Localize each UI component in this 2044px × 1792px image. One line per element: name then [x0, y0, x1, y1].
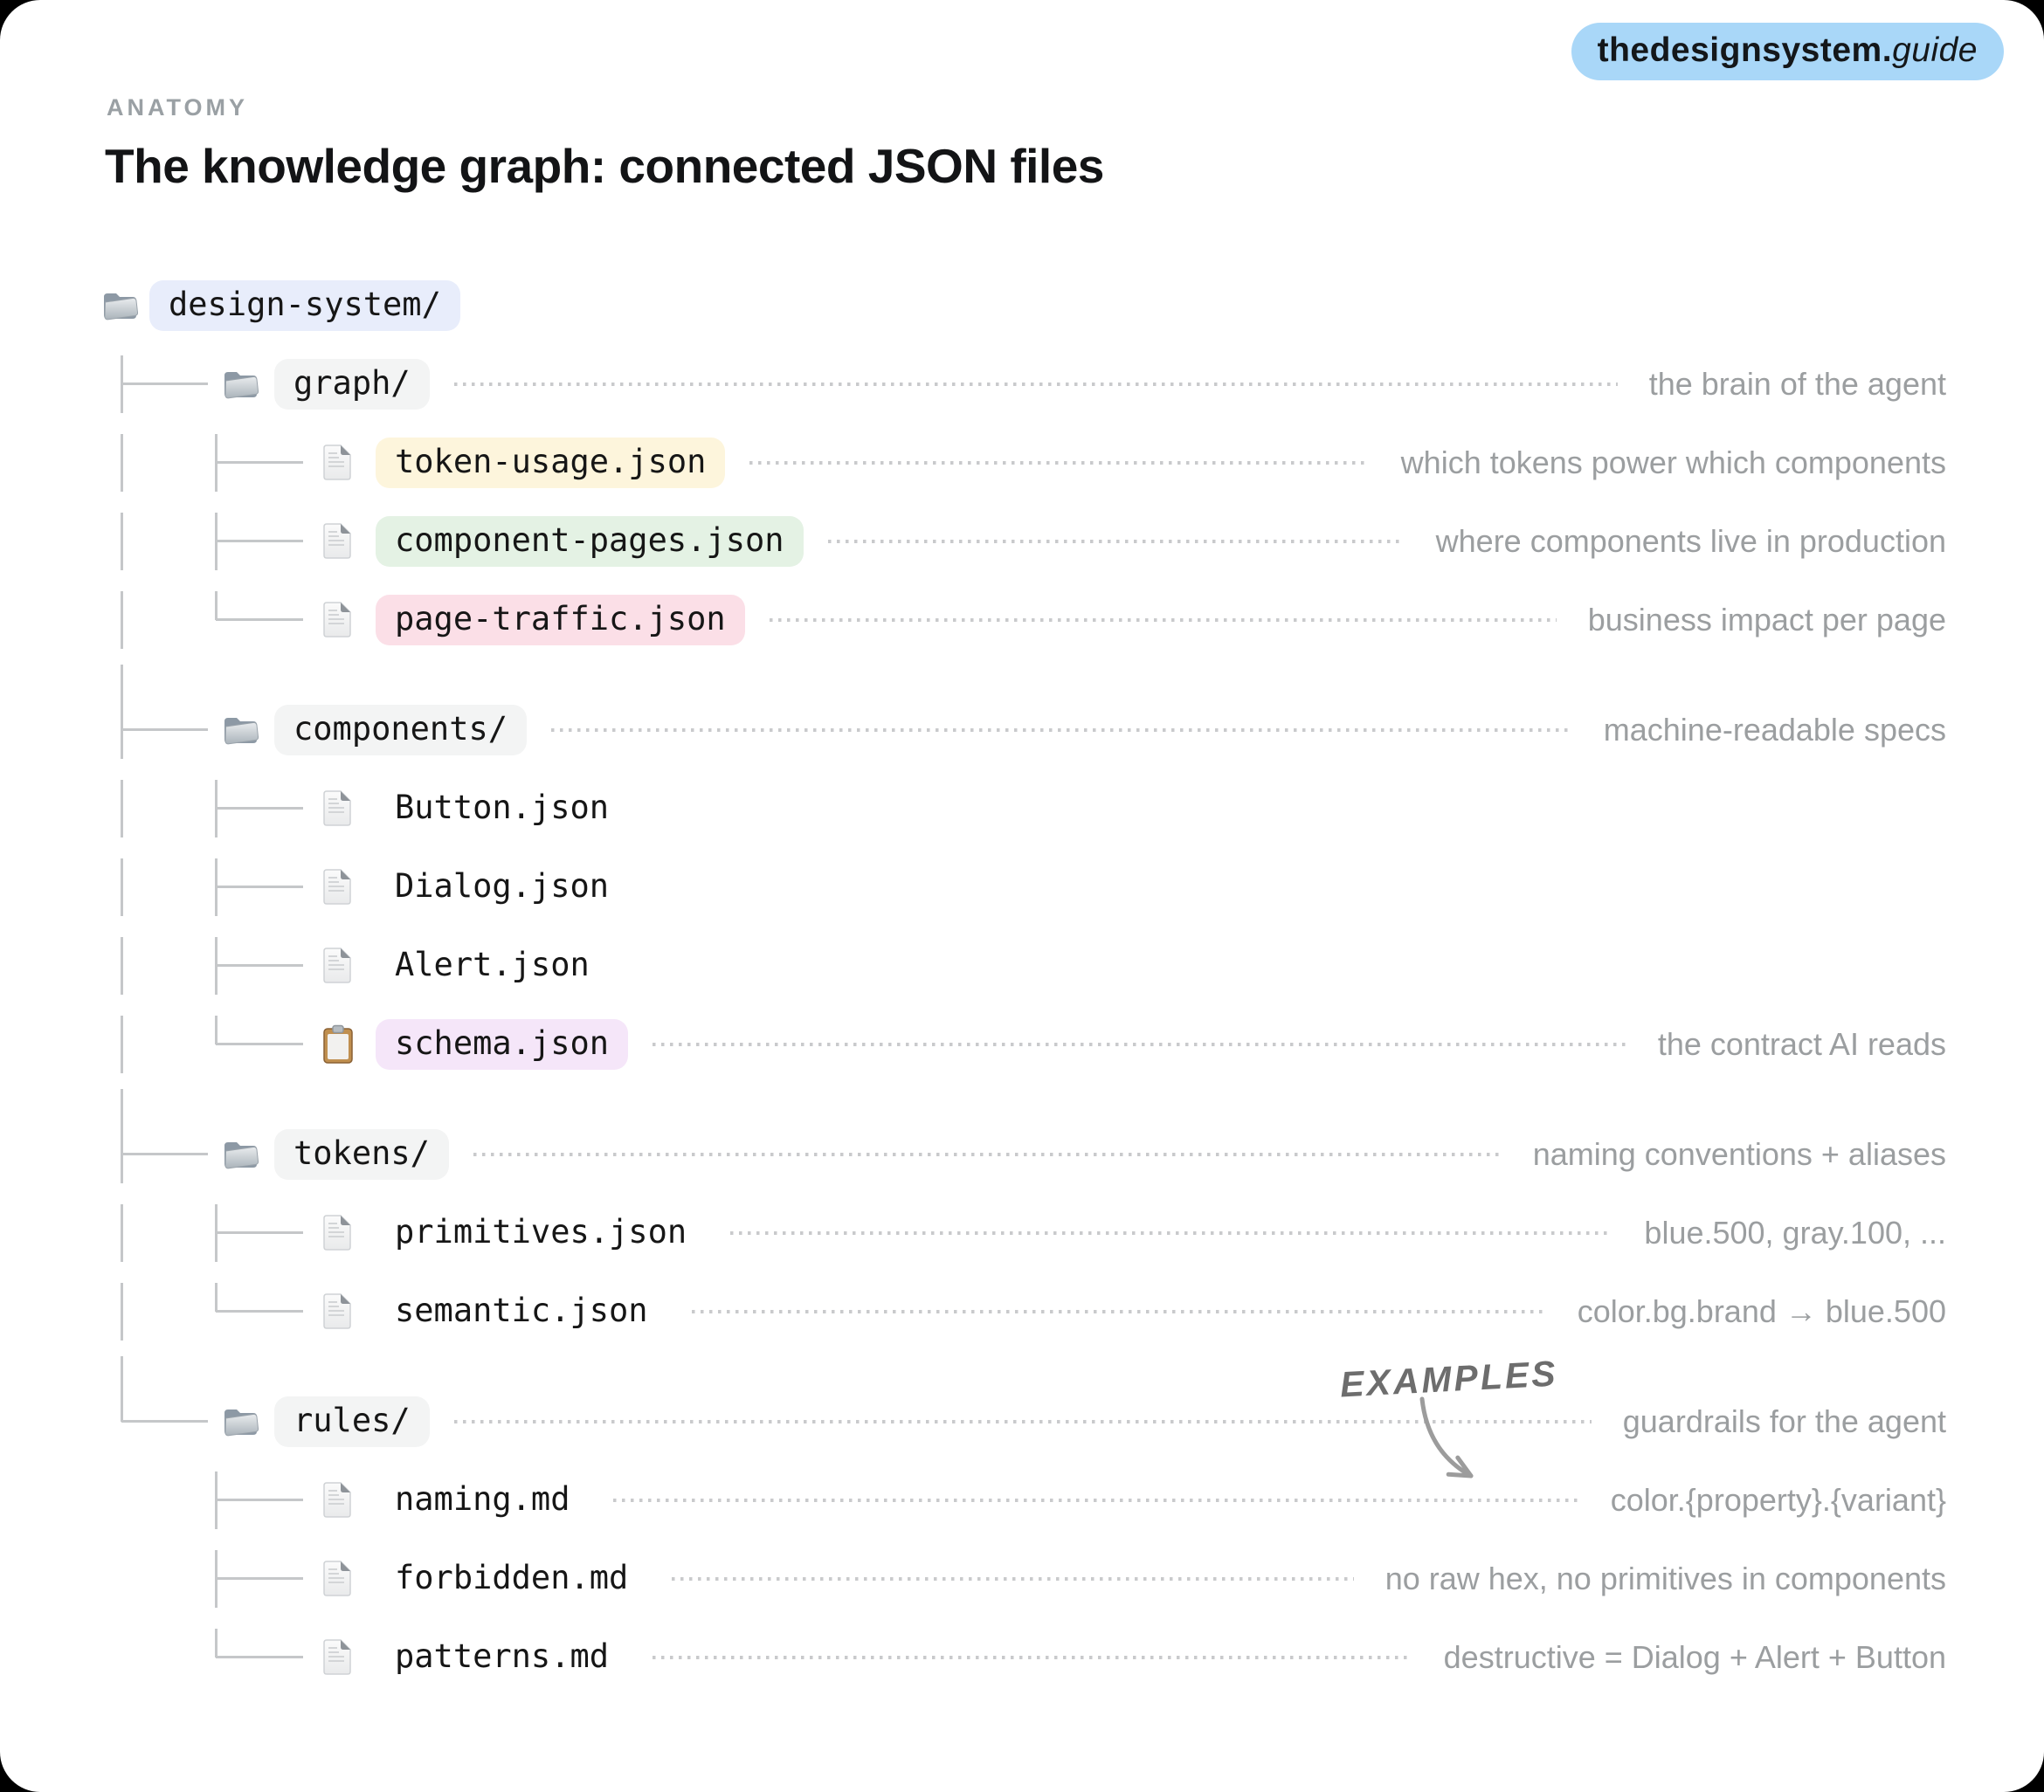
folder-label[interactable]: rules/ [274, 1396, 430, 1448]
tree-row-component-pages: component-pages.json where components li… [0, 502, 2044, 581]
row-annotation: color.{property}.{variant} [1610, 1482, 1946, 1518]
file-icon [321, 1292, 353, 1331]
tree-row-page-traffic: page-traffic.json business impact per pa… [0, 581, 2044, 659]
file-label[interactable]: page-traffic.json [376, 594, 745, 646]
leader-line [453, 1420, 1592, 1423]
file-icon [321, 789, 353, 828]
row-annotation: destructive = Dialog + Alert + Button [1443, 1639, 1946, 1675]
curved-arrow-icon [1419, 1396, 1474, 1478]
leader-line [769, 618, 1557, 622]
leader-line [613, 1499, 1579, 1502]
tree-row-button: Button.json [0, 769, 2044, 848]
brand-badge-suffix: guide [1892, 31, 1978, 69]
tree-row-tokens: tokens/ naming conventions + aliases [0, 1089, 2044, 1194]
tree-row-rules: rules/ guardrails for the agent [0, 1356, 2044, 1461]
file-icon [321, 522, 353, 561]
tree-row-semantic: semantic.json color.bg.brand → blue.500 [0, 1272, 2044, 1351]
tree-row-schema: schema.json the contract AI reads [0, 1005, 2044, 1084]
file-icon [321, 1214, 353, 1252]
leader-line [691, 1310, 1546, 1313]
file-icon [321, 947, 353, 985]
brand-badge[interactable]: thedesignsystem.guide [1571, 23, 2004, 80]
file-label[interactable]: token-usage.json [376, 437, 726, 489]
row-annotation: where components live in production [1435, 523, 1946, 559]
row-annotation: naming conventions + aliases [1532, 1136, 1946, 1172]
tree-row-components: components/ machine-readable specs [0, 665, 2044, 769]
row-annotation: the brain of the agent [1648, 366, 1946, 402]
file-icon [321, 1638, 353, 1677]
file-label[interactable]: primitives.json [395, 1212, 687, 1251]
folder-label[interactable]: graph/ [274, 358, 430, 410]
file-icon [321, 444, 353, 482]
folder-icon [222, 1139, 259, 1170]
folder-label[interactable]: design-system/ [149, 279, 460, 332]
tree-row-design-system: design-system/ [0, 266, 2044, 345]
leader-line [672, 1577, 1354, 1581]
tree-row-primitives: primitives.json blue.500, gray.100, ... [0, 1194, 2044, 1272]
file-label[interactable]: Button.json [395, 788, 610, 826]
tree-row-naming: naming.md color.{property}.{variant} [0, 1461, 2044, 1540]
row-annotation: business impact per page [1587, 602, 1946, 638]
file-icon [321, 868, 353, 906]
row-annotation: blue.500, gray.100, ... [1644, 1215, 1946, 1251]
eyebrow-label: ANATOMY [107, 94, 248, 121]
tree-row-dialog: Dialog.json [0, 848, 2044, 927]
page-title: The knowledge graph: connected JSON file… [105, 139, 1104, 193]
folder-icon [222, 714, 259, 746]
clipboard-icon [321, 1024, 355, 1065]
folder-icon [222, 1406, 259, 1437]
row-annotation: the contract AI reads [1657, 1026, 1946, 1062]
row-annotation: color.bg.brand → blue.500 [1577, 1293, 1946, 1329]
folder-icon [101, 290, 138, 321]
file-icon [321, 601, 353, 639]
folder-label[interactable]: tokens/ [274, 1128, 449, 1181]
file-label[interactable]: component-pages.json [376, 515, 804, 568]
row-annotation: no raw hex, no primitives in components [1385, 1561, 1946, 1596]
leader-line [653, 1043, 1626, 1046]
row-annotation: machine-readable specs [1603, 712, 1946, 748]
leader-line [473, 1153, 1502, 1156]
leader-line [730, 1231, 1613, 1235]
file-tree: design-system/ graph/ the brain of the a… [0, 266, 2044, 1697]
leader-line [551, 728, 1572, 732]
file-label[interactable]: forbidden.md [395, 1558, 629, 1596]
tree-row-patterns: patterns.md destructive = Dialog + Alert… [0, 1618, 2044, 1697]
file-label[interactable]: semantic.json [395, 1291, 648, 1329]
file-icon [321, 1560, 353, 1598]
file-label[interactable]: naming.md [395, 1479, 570, 1518]
tree-row-graph: graph/ the brain of the agent [0, 345, 2044, 424]
tree-row-alert: Alert.json [0, 927, 2044, 1005]
folder-icon [222, 369, 259, 400]
brand-badge-name: thedesignsystem. [1597, 31, 1893, 69]
leader-line [453, 383, 1618, 386]
leader-line [827, 540, 1405, 543]
row-annotation: which tokens power which components [1400, 445, 1946, 480]
file-label[interactable]: Alert.json [395, 945, 590, 983]
row-annotation: guardrails for the agent [1622, 1403, 1946, 1439]
folder-label[interactable]: components/ [274, 704, 528, 756]
leader-line [653, 1656, 1412, 1659]
tree-row-forbidden: forbidden.md no raw hex, no primitives i… [0, 1540, 2044, 1618]
tree-row-token-usage: token-usage.json which tokens power whic… [0, 424, 2044, 502]
file-label[interactable]: Dialog.json [395, 866, 610, 905]
leader-line [749, 461, 1370, 465]
file-icon [321, 1481, 353, 1520]
file-label[interactable]: patterns.md [395, 1637, 610, 1675]
file-label[interactable]: schema.json [376, 1018, 629, 1071]
